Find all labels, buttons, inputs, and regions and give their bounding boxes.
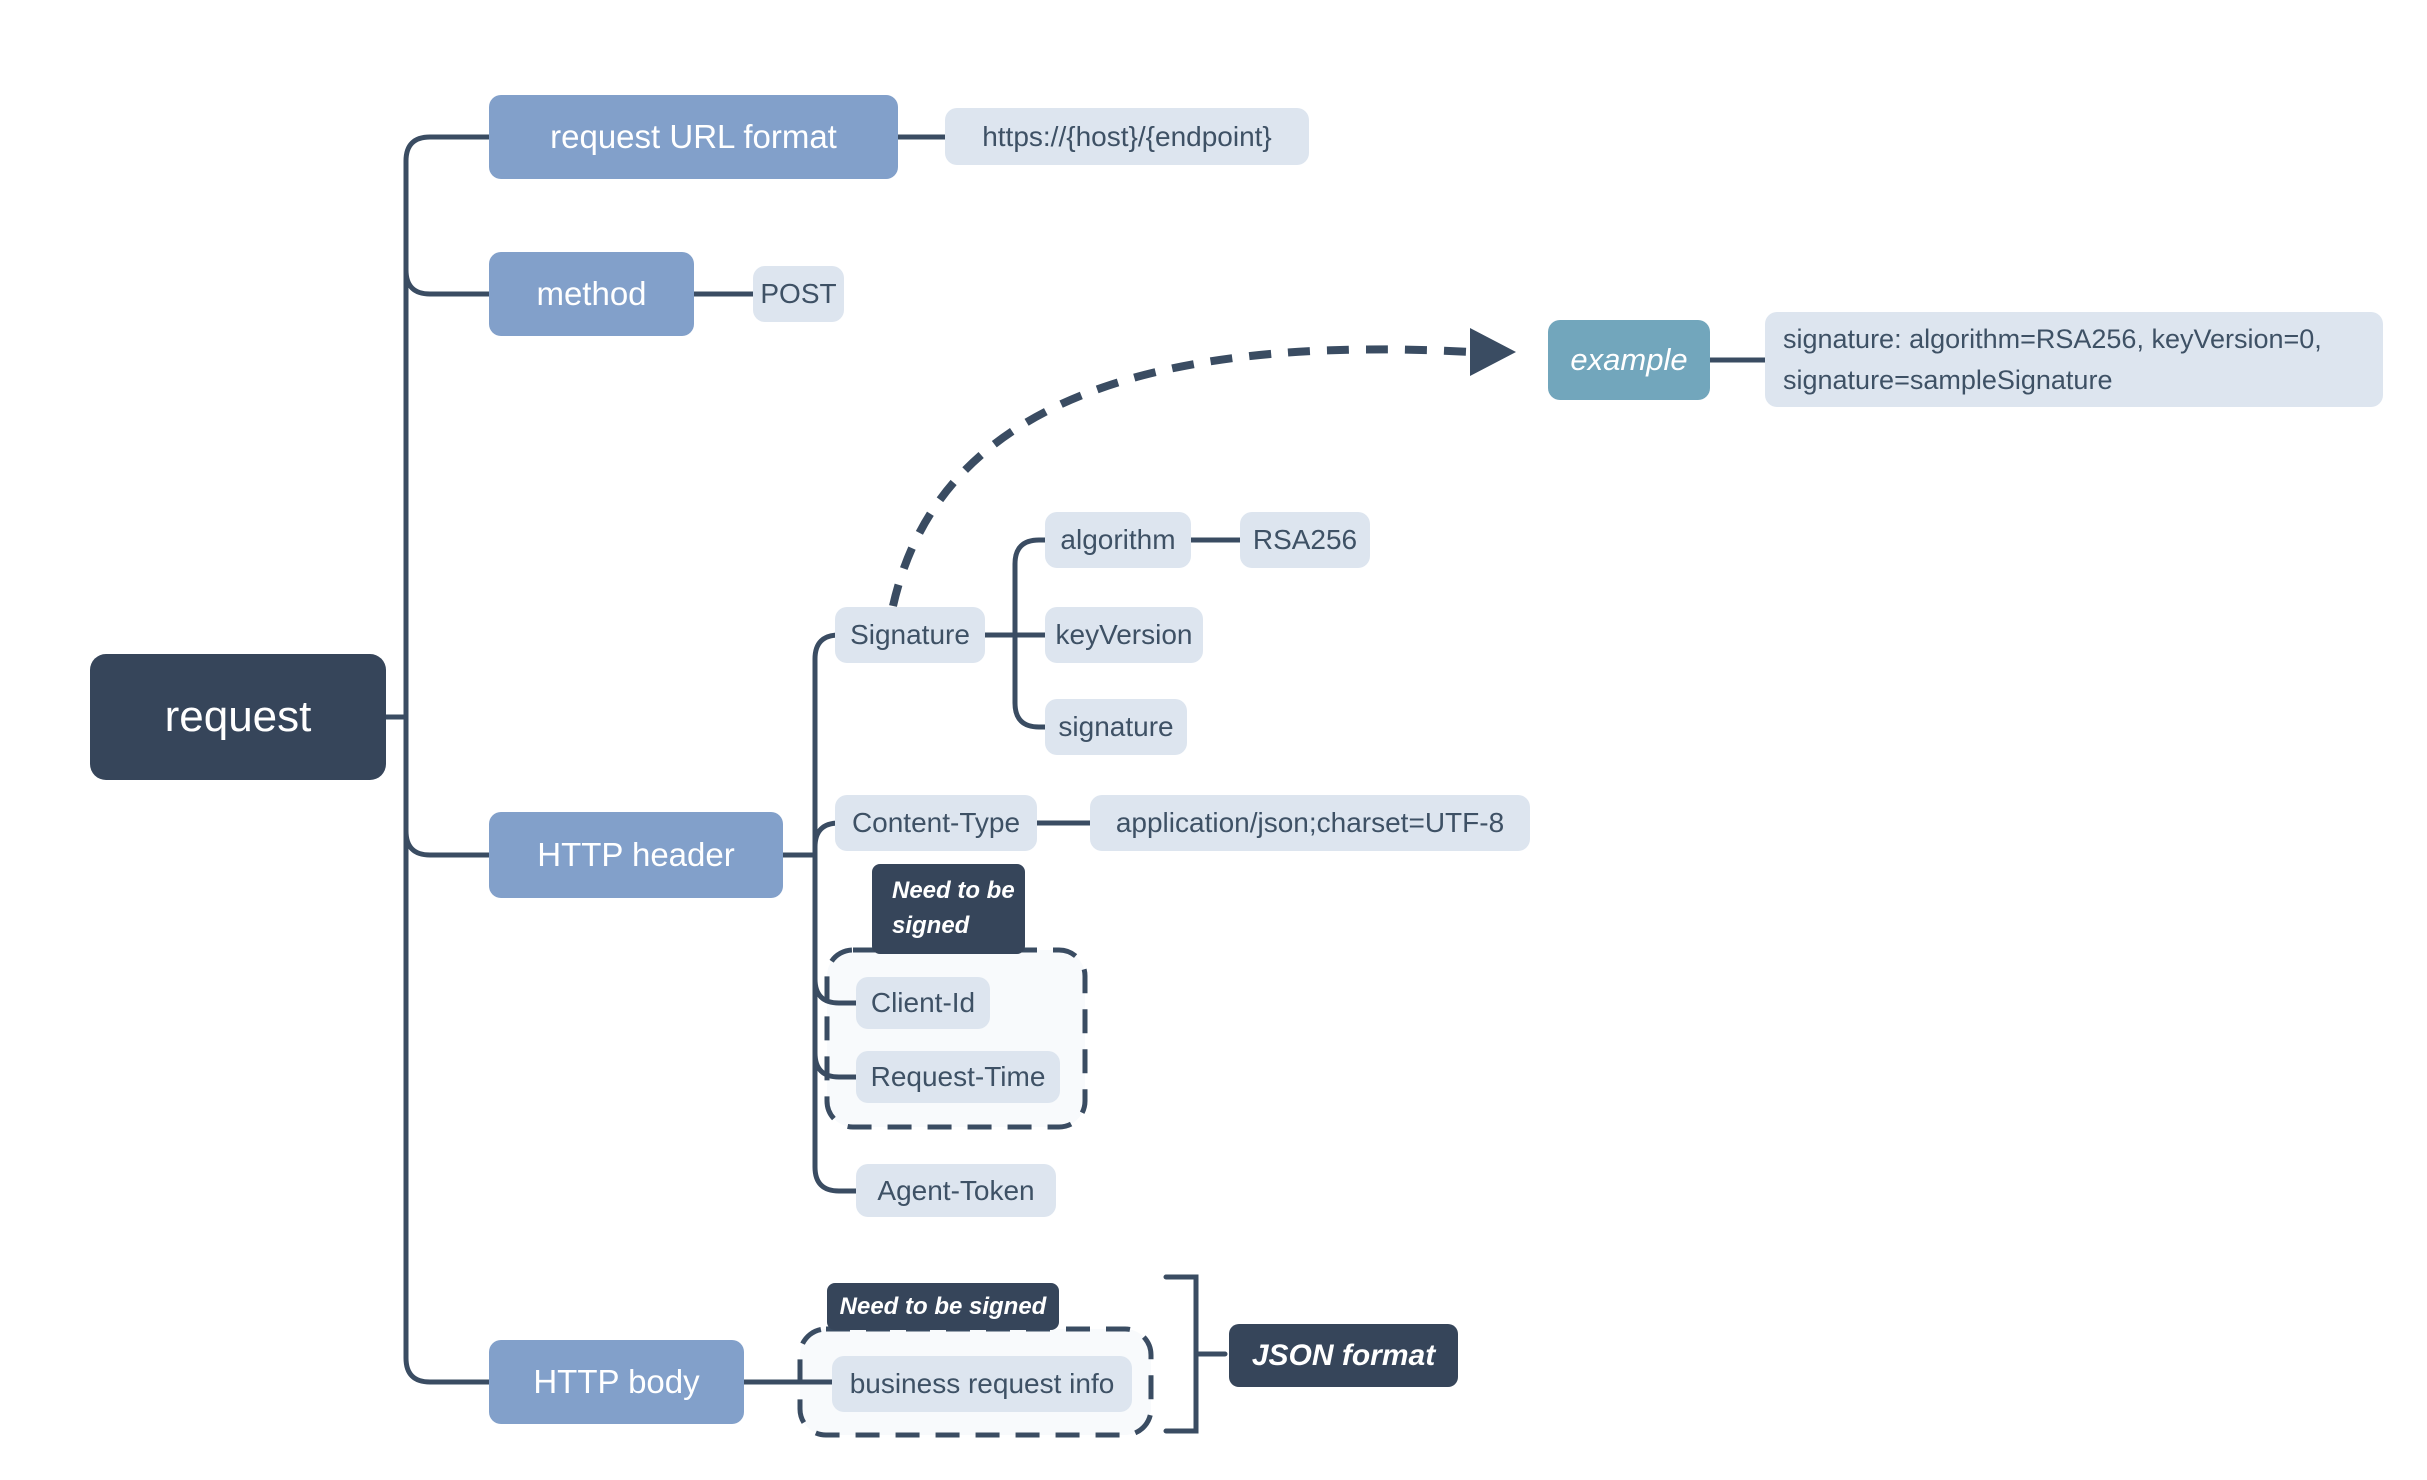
algorithm-node: algorithm xyxy=(1045,512,1191,568)
url-format-value-node: https://{host}/{endpoint} xyxy=(945,108,1309,165)
request-url-format-node: request URL format xyxy=(489,95,898,179)
signature-node: Signature xyxy=(835,607,985,663)
method-value-node: POST xyxy=(753,266,844,322)
agent-token-node: Agent-Token xyxy=(856,1164,1056,1217)
badge-line-1: Need to be xyxy=(892,877,1015,905)
header-need-to-be-signed-badge: Need to be signed xyxy=(872,864,1025,954)
http-header-branch-line xyxy=(403,828,492,858)
example-arrowhead-icon xyxy=(1470,328,1516,376)
request-time-node: Request-Time xyxy=(856,1051,1060,1103)
business-request-info-node: business request info xyxy=(832,1356,1132,1412)
json-format-note: JSON format xyxy=(1229,1324,1458,1387)
example-value-node: signature: algorithm=RSA256, keyVersion=… xyxy=(1765,312,2383,407)
content-type-node: Content-Type xyxy=(835,795,1037,851)
body-group-bracket xyxy=(1163,1274,1199,1434)
rsa256-value-node: RSA256 xyxy=(1240,512,1370,568)
signature-field-branch-line xyxy=(1012,632,1058,730)
example-node: example xyxy=(1548,320,1710,400)
method-node: method xyxy=(489,252,694,336)
agent-token-branch-line xyxy=(812,852,869,1194)
client-id-node: Client-Id xyxy=(856,977,990,1029)
http-header-node: HTTP header xyxy=(489,812,783,898)
signature-field-node: signature xyxy=(1045,699,1187,755)
method-branch-line xyxy=(403,267,492,297)
trunk-line xyxy=(403,134,492,1385)
content-type-value-node: application/json;charset=UTF-8 xyxy=(1090,795,1530,851)
http-body-node: HTTP body xyxy=(489,1340,744,1424)
body-need-to-be-signed-badge: Need to be signed xyxy=(827,1283,1059,1330)
algorithm-branch-line xyxy=(1012,537,1058,638)
keyversion-node: keyVersion xyxy=(1045,607,1203,663)
example-dashed-arrow xyxy=(889,345,1471,607)
badge-line-2: signed xyxy=(892,912,970,939)
root-node-request: request xyxy=(90,654,386,780)
